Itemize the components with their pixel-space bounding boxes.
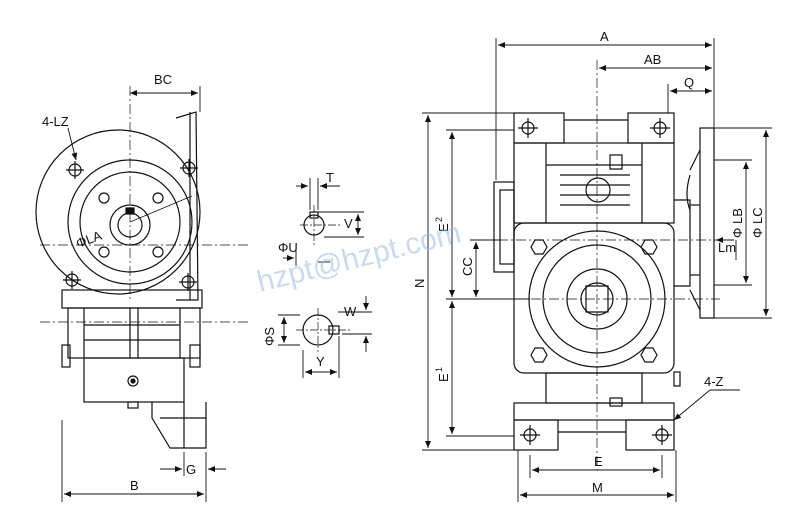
svg-text:1: 1	[434, 367, 444, 372]
label-w: W	[344, 304, 357, 319]
keyway-details	[296, 205, 350, 352]
label-ab: AB	[644, 52, 661, 67]
svg-text:E: E	[436, 223, 451, 232]
front-view-dimensions	[422, 38, 772, 502]
label-bc: BC	[154, 72, 172, 87]
label-b: B	[130, 478, 139, 493]
label-m: M	[592, 480, 603, 495]
label-la: ΦLA	[74, 228, 104, 251]
label-y: Y	[316, 354, 325, 369]
watermark: hzpt@hzpt.com	[254, 216, 465, 299]
label-n: N	[412, 279, 427, 288]
label-g: G	[186, 462, 196, 477]
label-u: ΦU	[278, 240, 298, 255]
keyway-dimensions	[278, 178, 372, 378]
label-e2: E 2	[434, 217, 451, 232]
svg-text:E: E	[436, 373, 451, 382]
label-z: 4-Z	[704, 374, 724, 389]
label-e: E	[594, 454, 603, 469]
label-e1: E 1	[434, 367, 451, 382]
label-t: T	[326, 170, 334, 185]
label-lz: 4-LZ	[42, 114, 69, 129]
label-lc: Φ LC	[750, 207, 765, 238]
label-a: A	[600, 29, 609, 44]
side-view	[35, 86, 250, 449]
flange-outer	[35, 129, 201, 295]
front-view	[480, 60, 730, 470]
label-lm: Lm	[718, 240, 736, 255]
label-s: ΦS	[262, 327, 277, 346]
label-q: Q	[684, 75, 694, 90]
label-lb: Φ LB	[730, 208, 745, 238]
side-view-dimensions	[61, 86, 226, 502]
svg-text:2: 2	[434, 217, 444, 222]
label-v: V	[344, 216, 353, 231]
label-cc: CC	[460, 257, 475, 276]
